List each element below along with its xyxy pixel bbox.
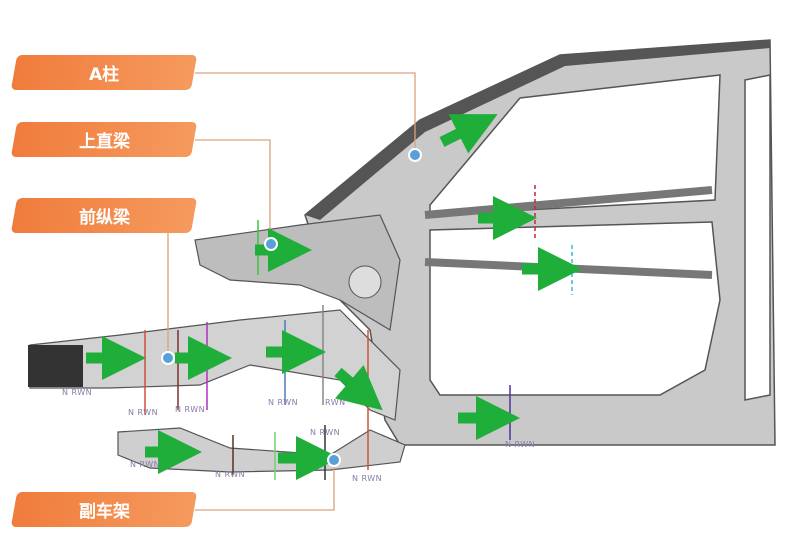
section-tag: RWN: [325, 398, 346, 407]
section-tag: N RWN: [352, 474, 383, 483]
a-pillar-dot: [408, 148, 422, 162]
label-text: 副车架: [78, 502, 130, 522]
label-text: 上直梁: [78, 132, 130, 152]
label-subframe: 副车架: [10, 492, 198, 527]
section-tag: N RWN: [268, 398, 299, 407]
upper-beam-dot: [264, 237, 278, 251]
label-a-pillar: A柱: [10, 55, 198, 90]
arrow: [334, 364, 383, 411]
label-upper-beam: 上直梁: [10, 122, 198, 157]
label-text: A柱: [88, 65, 120, 85]
section-tag: N RWN: [505, 440, 536, 449]
body-side-structure: [28, 39, 776, 473]
label-text: 前纵梁: [78, 208, 130, 228]
arrow: [439, 114, 498, 154]
attachment-dots: [161, 148, 422, 467]
section-tag: N RWN: [215, 470, 246, 479]
section-tag: N RWN: [175, 405, 206, 414]
load-path-arrows: [86, 114, 582, 480]
section-tag: N RWN: [62, 388, 93, 397]
subframe-dot: [327, 453, 341, 467]
section-tag: N RWN: [128, 408, 159, 417]
section-tag: N RWN: [130, 460, 161, 469]
label-front-rail: 前纵梁: [10, 198, 198, 233]
front-rail-dot: [161, 351, 175, 365]
section-tag: N RWN: [310, 428, 341, 437]
